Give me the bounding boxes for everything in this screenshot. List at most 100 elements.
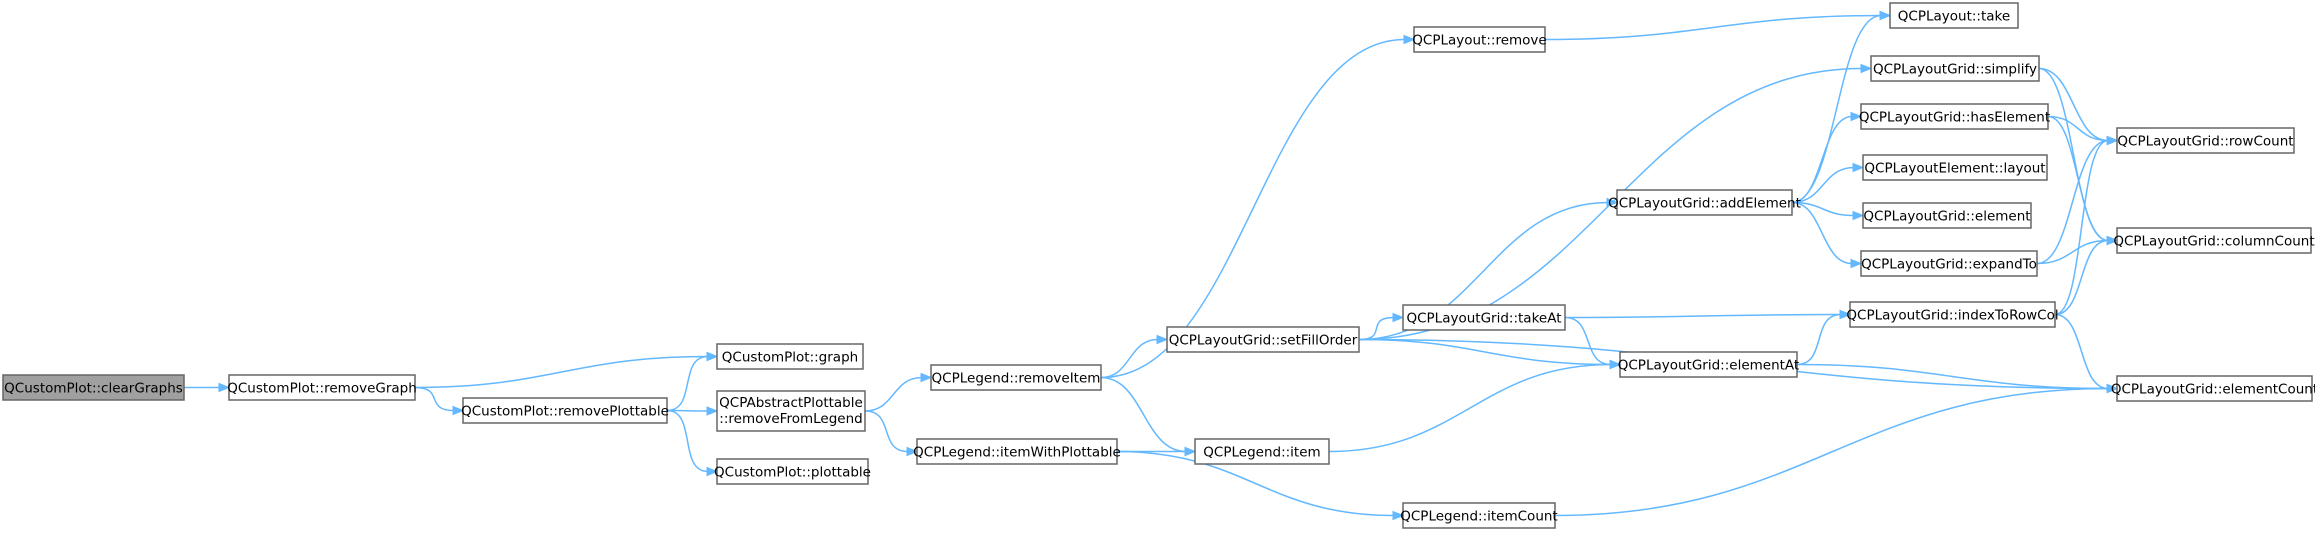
edge-qcustomplot-removegraph-to-qcustomplot-removeplottable	[414, 386, 455, 412]
node-box	[1194, 438, 1330, 465]
node-box	[1860, 103, 2049, 130]
edge-qcplayoutgrid-setfillorder-to-qcplayoutgrid-addelement	[1358, 201, 1609, 341]
node-label: QCPLayoutGrid::indexToRowCol	[1846, 308, 2058, 324]
arrowhead	[1839, 309, 1852, 320]
edge-qcplegend-itemwithplottable-to-qcplegend-itemcount	[1116, 450, 1395, 517]
arrowhead	[2106, 135, 2119, 146]
node-box	[2116, 227, 2312, 254]
node-qcustomplot-plottable[interactable]: QCustomPlot::plottable	[714, 458, 871, 485]
node-box	[2116, 375, 2313, 402]
edge-qcplayoutgrid-indextorowcol-to-qcplayoutgrid-rowcount	[2054, 139, 2109, 316]
node-label: QCPLayout::take	[1898, 9, 2010, 25]
edge-qcplayoutgrid-expandto-to-qcplayoutgrid-rowcount	[2036, 139, 2109, 265]
node-qcustomplot-removeplottable[interactable]: QCustomPlot::removePlottable	[461, 397, 669, 424]
node-qcplayoutelement-layout[interactable]: QCPLayoutElement::layout	[1862, 154, 2048, 181]
node-qcpabstractplottable-removefromlegend[interactable]: QCPAbstractPlottable::removeFromLegend	[716, 390, 866, 432]
node-qcplayoutgrid-rowcount[interactable]: QCPLayoutGrid::rowCount	[2116, 127, 2295, 154]
edge-qcplayoutgrid-haselement-to-qcplayoutgrid-rowcount	[2047, 115, 2109, 142]
arrowhead	[1392, 312, 1405, 323]
node-label: QCustomPlot::removePlottable	[461, 404, 669, 420]
node-label: QCPLayoutGrid::setFillOrder	[1169, 333, 1358, 349]
node-box	[1889, 2, 2019, 29]
edge-qcplegend-removeitem-to-qcplayoutgrid-setfillorder	[1100, 338, 1159, 379]
node-label: QCPLayoutGrid::addElement	[1608, 196, 1801, 212]
edge-qcplayoutgrid-expandto-to-qcplayoutgrid-columncount	[2036, 239, 2109, 265]
node-box	[1619, 351, 1798, 378]
node-label: QCustomPlot::graph	[722, 350, 858, 366]
node-label: QCustomPlot::removeGraph	[227, 381, 417, 397]
node-qcplayoutgrid-expandto[interactable]: QCPLayoutGrid::expandTo	[1860, 250, 2038, 277]
node-box	[1616, 189, 1793, 216]
edge-qcustomplot-removeplottable-to-qcustomplot-graph	[666, 355, 709, 412]
node-label: QCPLegend::itemCount	[1400, 509, 1557, 525]
node-label: QCPAbstractPlottable	[719, 395, 863, 411]
node-label: QCPLegend::removeItem	[932, 371, 1101, 387]
arrowhead	[1860, 63, 1873, 74]
node-qcplayoutgrid-simplify[interactable]: QCPLayoutGrid::simplify	[1870, 55, 2040, 82]
arrowhead	[1184, 446, 1197, 457]
node-label: QCPLayoutGrid::takeAt	[1406, 311, 1561, 327]
node-label: QCPLegend::item	[1203, 445, 1320, 461]
edge-qcplayoutgrid-addelement-to-qcplayoutelement-layout	[1791, 166, 1855, 204]
node-label: QCPLayoutGrid::rowCount	[2117, 134, 2293, 150]
edge-qcpabstractplottable-to-qcplegend-itemwithplottable	[864, 410, 909, 453]
node-qcplayoutgrid-haselement[interactable]: QCPLayoutGrid::hasElement	[1859, 103, 2050, 130]
edge-qcplayoutgrid-elementat-to-qcplayoutgrid-indextorowcol	[1796, 313, 1842, 366]
node-box	[1166, 326, 1360, 353]
node-qcplayoutgrid-columncount[interactable]: QCPLayoutGrid::columnCount	[2113, 227, 2315, 254]
node-box	[716, 390, 866, 432]
edge-qcplayout-remove-to-qcplayout-take	[1544, 14, 1882, 41]
node-qcustomplot-graph[interactable]: QCustomPlot::graph	[716, 343, 864, 370]
node-qcplayoutgrid-elementcount[interactable]: QCPLayoutGrid::elementCount	[2111, 375, 2315, 402]
node-box	[1870, 55, 2040, 82]
node-qcplayoutgrid-elementat[interactable]: QCPLayoutGrid::elementAt	[1618, 351, 1799, 378]
edge-qcustomplot-removeplottable-to-qcustomplot-plottable	[666, 409, 709, 473]
node-box	[1862, 154, 2048, 181]
node-qcplayoutgrid-addelement[interactable]: QCPLayoutGrid::addElement	[1608, 189, 1801, 216]
edge-qcplayoutgrid-simplify-to-qcplayoutgrid-columncount	[2038, 67, 2109, 242]
arrowhead	[1392, 510, 1405, 521]
node-qcplayoutgrid-element[interactable]: QCPLayoutGrid::element	[1862, 202, 2032, 229]
arrowhead	[1852, 162, 1865, 173]
call-graph-edges	[184, 10, 2119, 521]
node-qcplayout-take[interactable]: QCPLayout::take	[1889, 2, 2019, 29]
edge-qcplayoutgrid-addelement-to-qcplayoutgrid-expandto	[1791, 201, 1853, 265]
arrowhead	[1850, 111, 1863, 122]
node-qcplegend-removeitem[interactable]: QCPLegend::removeItem	[930, 364, 1102, 391]
edge-qcplayoutgrid-indextorowcol-to-qcplayoutgrid-elementcount	[2054, 313, 2109, 390]
node-label: QCPLayoutGrid::element	[1863, 209, 2030, 225]
node-qcplayoutgrid-takeat[interactable]: QCPLayoutGrid::takeAt	[1402, 304, 1566, 331]
arrowhead	[1850, 258, 1863, 269]
arrowhead	[452, 405, 465, 416]
arrowhead	[1156, 334, 1169, 345]
node-qcplayoutgrid-setfillorder[interactable]: QCPLayoutGrid::setFillOrder	[1166, 326, 1360, 353]
node-box	[1860, 250, 2038, 277]
node-box	[1849, 301, 2056, 328]
node-qcplayout-remove[interactable]: QCPLayout::remove	[1412, 26, 1547, 53]
node-box	[1402, 304, 1566, 331]
edge-qcplayoutgrid-elementat-to-qcplayoutgrid-elementcount	[1796, 363, 2109, 390]
arrowhead	[1403, 34, 1416, 45]
node-box	[930, 364, 1102, 391]
node-qcplegend-itemcount[interactable]: QCPLegend::itemCount	[1400, 502, 1558, 529]
edge-qcplayoutgrid-indextorowcol-to-qcplayoutgrid-columncount	[2054, 239, 2109, 316]
edge-qcpabstractplottable-to-qcplegend-removeitem	[864, 376, 923, 412]
arrowhead	[706, 466, 719, 477]
edge-qcplegend-removeitem-to-qcplegend-item	[1100, 376, 1187, 453]
node-qcustomplot-removegraph[interactable]: QCustomPlot::removeGraph	[227, 374, 417, 401]
arrowhead	[1606, 197, 1619, 208]
node-label: QCPLayout::remove	[1412, 33, 1546, 49]
node-box	[1413, 26, 1546, 53]
node-label: QCPLayoutGrid::columnCount	[2113, 234, 2314, 250]
node-qcustomplot-cleargraphs[interactable]: QCustomPlot::clearGraphs	[2, 374, 185, 401]
node-qcplegend-itemwithplottable[interactable]: QCPLegend::itemWithPlottable	[913, 438, 1121, 465]
node-qcplayoutgrid-indextorowcol[interactable]: QCPLayoutGrid::indexToRowCol	[1846, 301, 2059, 328]
arrowhead	[1879, 10, 1892, 21]
node-label: QCustomPlot::plottable	[714, 465, 871, 481]
node-qcplegend-item[interactable]: QCPLegend::item	[1194, 438, 1330, 465]
edge-qcplayoutgrid-setfillorder-to-qcplayoutgrid-elementat	[1358, 338, 1612, 366]
node-box	[1402, 502, 1556, 529]
node-label: QCPLegend::itemWithPlottable	[913, 445, 1121, 461]
